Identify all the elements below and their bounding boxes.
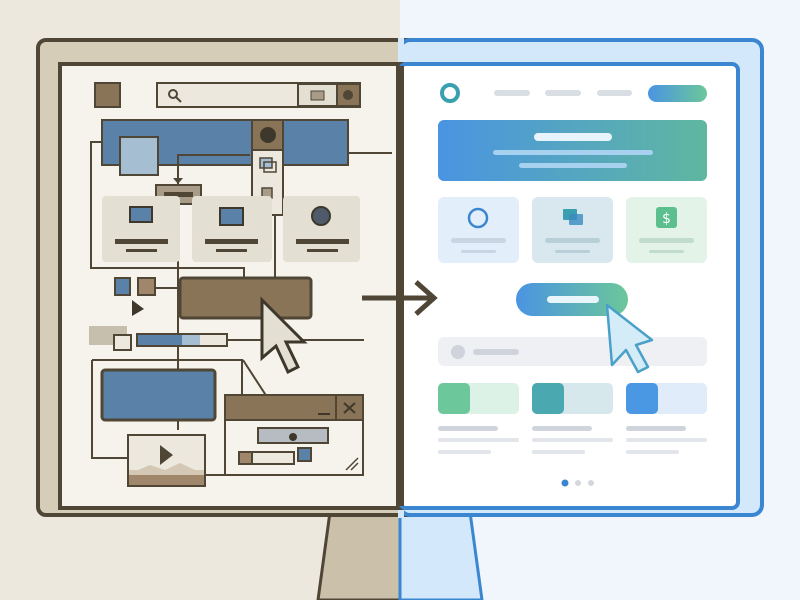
pie-chart-icon[interactable] [260,127,276,143]
connector [177,154,250,185]
modern-nav [494,90,632,96]
logo-icon[interactable] [440,83,460,103]
resize-icon[interactable] [113,334,132,351]
modern-tile-teal[interactable] [532,383,613,454]
retro-app-icon[interactable] [94,82,121,108]
monitor-icon [129,206,153,223]
gear-icon[interactable] [343,90,353,100]
nav-item[interactable] [545,90,581,96]
modern-tile-blue[interactable] [626,383,707,454]
retro-search-bar[interactable] [156,82,361,108]
retro-thumbnail [119,136,159,176]
retro-card-row [102,196,360,262]
modern-card-globe[interactable] [438,197,519,263]
retro-slider-thumb[interactable] [297,447,312,462]
carousel-dots [561,479,594,487]
screen-divider [396,66,404,506]
globe-icon [467,207,489,229]
dollar-icon [656,207,677,228]
globe-icon [311,206,331,226]
nav-item[interactable] [597,90,632,96]
dollar-symbol: $ [662,211,671,227]
modern-hero-banner [438,120,707,181]
close-icon[interactable] [343,402,356,414]
dropdown-label-line [164,192,193,197]
modern-card-pricing[interactable]: $ [626,197,707,263]
retro-card-monitor[interactable] [102,196,180,262]
retro-video-player[interactable] [127,434,206,487]
modern-card-chat[interactable] [532,197,613,263]
windows-icon[interactable] [259,157,273,169]
search-icon [168,89,182,103]
retro-blue-panel[interactable] [100,368,217,422]
modern-nav-cta-button[interactable] [648,85,707,102]
modern-search-bar[interactable] [438,337,707,366]
modern-monitor-stand [398,510,484,600]
modern-cursor-icon [605,303,654,374]
retro-card-images[interactable] [192,196,272,262]
arrow-right-icon [362,280,438,316]
retro-window [224,394,364,476]
retro-primary-button[interactable] [178,276,313,320]
retro-progress-bar [136,333,228,347]
arrow-down-icon [173,178,183,184]
carousel-dot-active[interactable] [561,479,569,487]
retro-card-globe[interactable] [283,196,360,262]
pointer-icon [132,300,144,316]
image-folder-icon [219,207,244,226]
modern-tile-green[interactable] [438,383,519,454]
retro-cursor-icon [260,296,308,375]
carousel-dot[interactable] [575,480,581,486]
plus-icon[interactable] [114,277,131,296]
retro-monitor-stand [316,510,402,600]
retro-small-button[interactable] [137,277,156,296]
mail-icon[interactable] [310,90,325,101]
modern-primary-button[interactable] [516,283,628,316]
carousel-dot[interactable] [588,480,594,486]
play-icon[interactable] [160,445,173,465]
nav-item[interactable] [494,90,530,96]
